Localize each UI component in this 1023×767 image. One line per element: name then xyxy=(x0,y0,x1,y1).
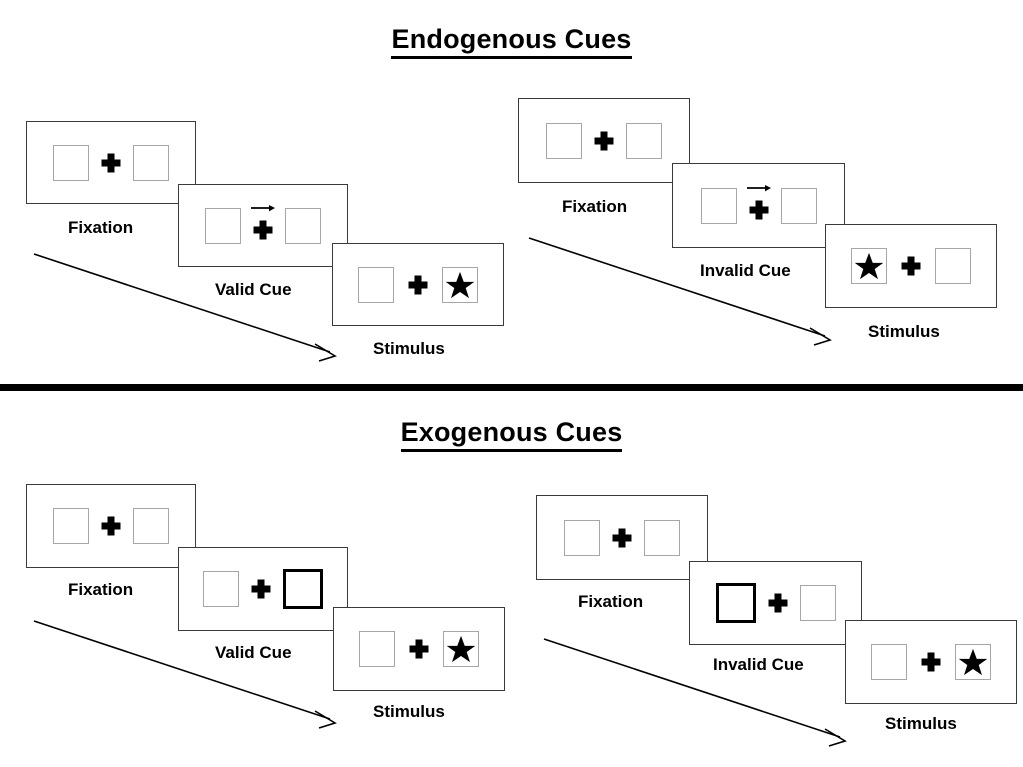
caption-stimulus: Stimulus xyxy=(373,339,445,358)
frame-content xyxy=(851,248,971,284)
frame-content xyxy=(205,204,321,244)
trial-frame-fixation xyxy=(26,121,196,204)
plus-cross-icon xyxy=(746,184,771,224)
trial-frame-stimulus xyxy=(825,224,997,308)
caption-valid-cue: Valid Cue xyxy=(215,643,292,662)
arrow-right-icon xyxy=(746,184,771,191)
time-arrow-endogenous-invalid xyxy=(528,237,832,346)
target-box-right xyxy=(442,266,478,303)
plus-cross-icon xyxy=(406,267,430,303)
trial-frame-invalid-cue xyxy=(689,561,862,645)
arrow-right-icon xyxy=(251,204,275,211)
plus-cross-icon xyxy=(251,204,275,244)
placeholder-box-left xyxy=(358,266,394,303)
trial-frame-stimulus xyxy=(845,620,1017,704)
trial-frame-valid-cue xyxy=(178,547,348,631)
frame-content xyxy=(871,644,991,680)
placeholder-box-right xyxy=(780,187,817,224)
caption-stimulus: Stimulus xyxy=(885,714,957,733)
placeholder-box-right xyxy=(285,207,321,244)
placeholder-box-left xyxy=(564,519,600,556)
cued-box-right xyxy=(283,569,323,609)
section-title-endogenous: Endogenous Cues xyxy=(0,24,1023,59)
frame-content xyxy=(700,184,817,224)
frame-content xyxy=(359,631,479,667)
target-box-left xyxy=(851,248,887,284)
section-title-exogenous: Exogenous Cues xyxy=(0,417,1023,452)
trial-frame-fixation xyxy=(26,484,196,568)
cued-box-left xyxy=(715,583,756,623)
plus-cross-icon xyxy=(899,248,923,284)
placeholder-box-left xyxy=(203,571,239,607)
caption-valid-cue: Valid Cue xyxy=(215,280,292,299)
trial-frame-fixation xyxy=(518,98,690,183)
plus-cross-icon xyxy=(99,508,123,544)
placeholder-box-left xyxy=(53,508,89,544)
caption-stimulus: Stimulus xyxy=(868,322,940,341)
plus-cross-icon xyxy=(766,585,790,621)
frame-content xyxy=(358,266,478,303)
target-box-right xyxy=(955,644,991,680)
plus-cross-icon xyxy=(99,145,123,181)
placeholder-box-left xyxy=(546,122,582,159)
placeholder-box-left xyxy=(359,631,395,667)
frame-content xyxy=(546,122,662,159)
trial-frame-invalid-cue xyxy=(672,163,845,248)
star-icon xyxy=(958,648,988,676)
trial-frame-stimulus xyxy=(333,607,505,691)
caption-stimulus: Stimulus xyxy=(373,702,445,721)
trial-frame-valid-cue xyxy=(178,184,348,267)
trial-frame-fixation xyxy=(536,495,708,580)
placeholder-box-right xyxy=(935,248,971,284)
section-title-endogenous-text: Endogenous Cues xyxy=(391,24,632,59)
plus-cross-icon xyxy=(592,123,616,159)
caption-fixation: Fixation xyxy=(578,592,644,611)
section-title-exogenous-text: Exogenous Cues xyxy=(400,417,623,452)
frame-content xyxy=(53,144,169,181)
time-arrow-exogenous-valid xyxy=(33,620,337,729)
star-icon xyxy=(854,252,884,280)
placeholder-box-right xyxy=(626,122,662,159)
placeholder-box-right xyxy=(133,144,169,181)
caption-invalid-cue: Invalid Cue xyxy=(700,261,791,280)
caption-fixation: Fixation xyxy=(562,197,628,216)
frame-content xyxy=(203,569,323,609)
star-icon xyxy=(446,635,476,663)
placeholder-box-left xyxy=(700,187,737,224)
caption-fixation: Fixation xyxy=(68,218,134,237)
time-arrow-exogenous-invalid xyxy=(543,638,847,747)
plus-cross-icon xyxy=(407,631,431,667)
section-divider xyxy=(0,384,1023,391)
star-icon xyxy=(445,271,475,298)
placeholder-box-right xyxy=(799,585,836,621)
placeholder-box-left xyxy=(205,207,241,244)
plus-cross-icon xyxy=(919,644,943,680)
plus-cross-icon xyxy=(610,520,634,556)
frame-content xyxy=(53,508,169,544)
trial-frame-stimulus xyxy=(332,243,504,326)
frame-content xyxy=(715,583,836,623)
caption-invalid-cue: Invalid Cue xyxy=(713,655,804,674)
placeholder-box-left xyxy=(53,144,89,181)
plus-cross-icon xyxy=(249,571,273,607)
placeholder-box-right xyxy=(644,519,680,556)
frame-content xyxy=(564,519,680,556)
caption-fixation: Fixation xyxy=(68,580,134,599)
placeholder-box-right xyxy=(133,508,169,544)
placeholder-box-left xyxy=(871,644,907,680)
target-box-right xyxy=(443,631,479,667)
